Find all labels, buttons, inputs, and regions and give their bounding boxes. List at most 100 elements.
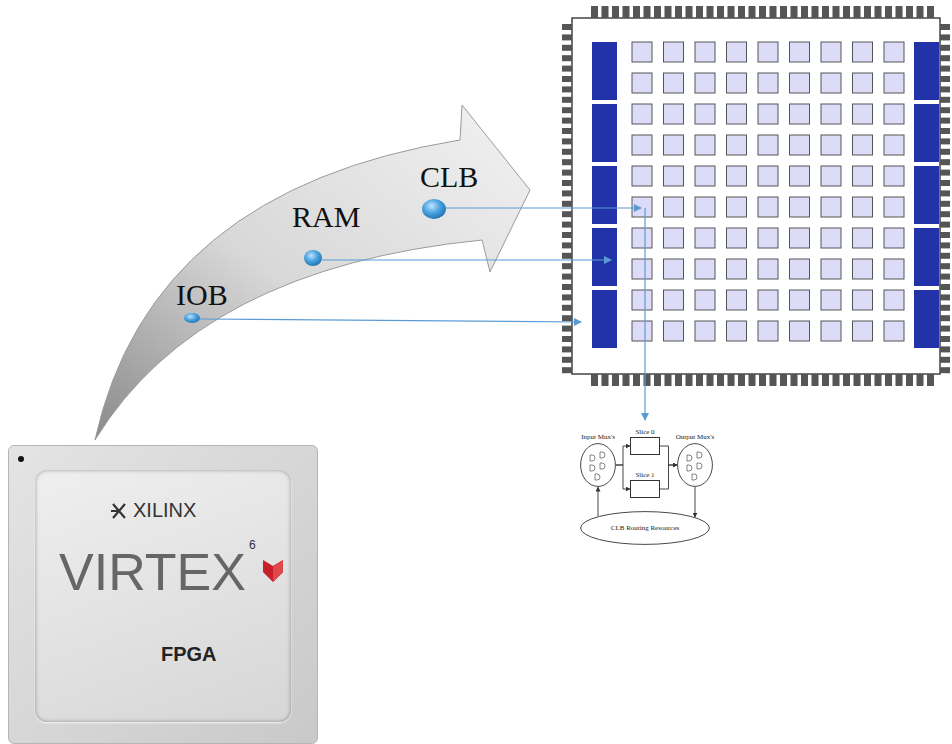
pin xyxy=(940,305,950,311)
pin xyxy=(940,346,950,352)
pin xyxy=(864,374,871,386)
pin xyxy=(791,374,798,386)
clb-square xyxy=(758,228,778,248)
pin xyxy=(686,374,693,386)
pin xyxy=(822,6,829,18)
pin xyxy=(780,6,787,18)
pin xyxy=(562,55,572,61)
clb-square xyxy=(853,290,873,310)
clb-square xyxy=(884,197,904,217)
pin xyxy=(940,190,950,196)
pin xyxy=(562,211,572,217)
pin xyxy=(654,374,661,386)
red-chevron xyxy=(263,560,283,582)
pin xyxy=(665,374,672,386)
mux-label: Input Mux's xyxy=(581,434,615,441)
clb-square xyxy=(758,135,778,155)
clb-square xyxy=(727,321,747,341)
slice-label: Slice 0 xyxy=(635,429,654,436)
routing-outline xyxy=(581,512,710,545)
routing-label: CLB Routing Resources xyxy=(611,525,679,532)
clb-square xyxy=(884,135,904,155)
mux-outline xyxy=(677,443,713,487)
pin xyxy=(562,159,572,165)
pin xyxy=(728,6,735,18)
pin xyxy=(562,97,572,103)
mux-outline xyxy=(580,443,616,487)
clb-square xyxy=(727,166,747,186)
clb-square xyxy=(790,135,810,155)
pin xyxy=(562,357,572,363)
device-text: FPGA xyxy=(161,644,217,664)
clb-square xyxy=(664,228,684,248)
clb-square xyxy=(758,290,778,310)
clb-square xyxy=(695,104,715,124)
pin xyxy=(875,6,882,18)
pin xyxy=(906,6,913,18)
iob-leader xyxy=(200,319,581,322)
mux-symbol xyxy=(687,455,692,461)
clb-square xyxy=(632,259,652,279)
pin xyxy=(940,274,950,280)
clb-square xyxy=(853,197,873,217)
clb-square xyxy=(884,228,904,248)
clb-square xyxy=(790,228,810,248)
clb-square xyxy=(695,135,715,155)
ram-block xyxy=(592,290,617,348)
clb-square xyxy=(853,73,873,93)
mux-symbol xyxy=(600,463,605,469)
clb-square xyxy=(664,290,684,310)
clb-detail-leader xyxy=(644,208,645,420)
ram-leader xyxy=(322,259,611,260)
clb-square xyxy=(632,290,652,310)
component-label: RAM xyxy=(292,202,360,232)
clb-square xyxy=(790,166,810,186)
ram-block xyxy=(592,166,617,224)
ram-block xyxy=(592,104,617,162)
clb-square xyxy=(664,259,684,279)
mux-symbol xyxy=(697,452,702,458)
clb-square xyxy=(853,135,873,155)
clb-square xyxy=(695,321,715,341)
pin xyxy=(940,55,950,61)
clb-square xyxy=(821,135,841,155)
ram-block xyxy=(914,228,939,286)
fpga-chip: XILINXVIRTEX6FPGA xyxy=(8,445,318,744)
mux-symbol xyxy=(687,465,692,471)
curved-arrow xyxy=(95,105,530,440)
pin xyxy=(562,138,572,144)
clb-square xyxy=(758,321,778,341)
pin xyxy=(940,159,950,165)
clb-square xyxy=(664,42,684,62)
pin xyxy=(940,263,950,269)
pin xyxy=(707,6,714,18)
pin xyxy=(738,374,745,386)
clb-square xyxy=(821,197,841,217)
pin xyxy=(833,6,840,18)
pin xyxy=(940,253,950,259)
clb-square xyxy=(727,290,747,310)
pin xyxy=(562,190,572,196)
pin xyxy=(822,374,829,386)
pin xyxy=(562,170,572,176)
pin xyxy=(940,284,950,290)
pin xyxy=(843,6,850,18)
pin xyxy=(770,6,777,18)
clb-square xyxy=(821,166,841,186)
clb-square xyxy=(853,259,873,279)
pin xyxy=(738,6,745,18)
family-text: VIRTEX xyxy=(59,546,246,598)
connector xyxy=(598,487,599,516)
clb-square xyxy=(790,290,810,310)
clb-square xyxy=(853,166,873,186)
pin xyxy=(623,6,630,18)
pin xyxy=(854,6,861,18)
pin xyxy=(885,374,892,386)
clb-square xyxy=(790,42,810,62)
clb-square xyxy=(664,197,684,217)
pin xyxy=(686,6,693,18)
clb-square xyxy=(664,166,684,186)
pin xyxy=(940,118,950,124)
